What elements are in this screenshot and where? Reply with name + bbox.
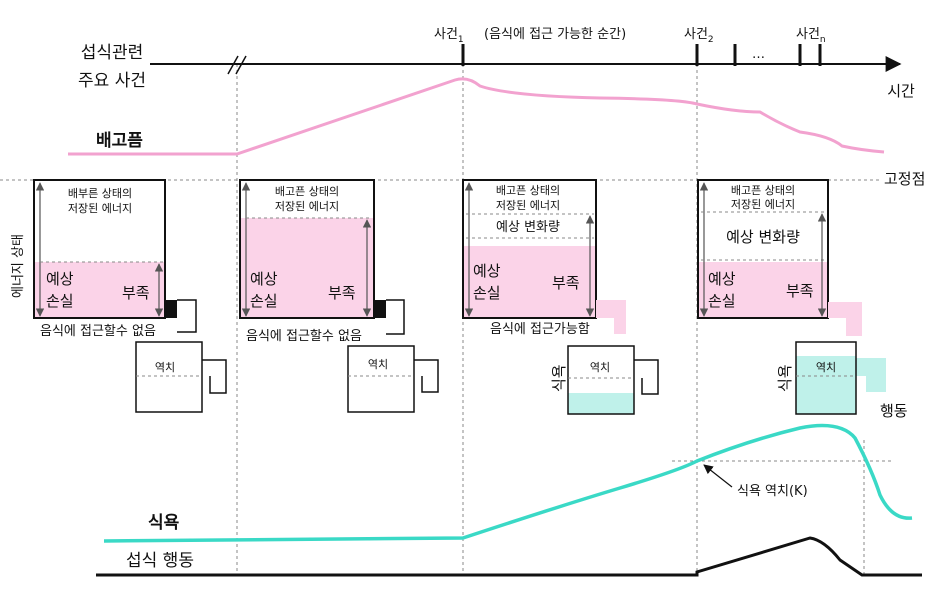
deficit-label: 부족: [328, 284, 356, 302]
deficit-tab: [828, 302, 862, 336]
appetite-fill: [568, 393, 634, 414]
panel-caption: 저장된 에너지: [496, 199, 560, 212]
behavior-row: 섭식 행동: [96, 536, 922, 577]
energy-axis-label: 에너지 상태: [11, 234, 26, 298]
time-axis-label: 시간: [887, 82, 915, 100]
vertical-guides: [236, 64, 865, 575]
event-n-label: 사건n: [796, 27, 826, 45]
food-access-label: 음식에 접근할수 없음: [246, 329, 362, 344]
threshold-label: 역치: [155, 361, 175, 374]
hunger-curve: [68, 77, 885, 156]
panel-caption: 배고픈 상태의: [275, 185, 339, 198]
action-label: 행동: [880, 402, 908, 420]
threshold-box-1: 역치: [135, 341, 227, 413]
threshold-label: 역치: [816, 361, 836, 374]
energy-box: [697, 179, 829, 319]
appetite-row: 식욕 식욕 역치(K): [103, 423, 913, 543]
deficit-tab: [596, 300, 626, 334]
expected-change-label: 예상 변화량: [496, 220, 560, 235]
event-2-label: 사건2: [684, 27, 714, 45]
expected-change-label: 예상 변화량: [726, 228, 800, 246]
energy-panel-2: 배고픈 상태의 저장된 에너지 예상 손실 부족 음식에 접근할수 없음: [239, 179, 405, 344]
expected-loss-fill: [34, 262, 165, 318]
threshold-box-2: 역치: [347, 345, 439, 413]
appetite-threshold-arrow: [703, 464, 733, 488]
appetite-side-label: 식욕: [550, 364, 568, 392]
expected-loss-label: 예상: [473, 262, 501, 280]
deficit-tab: [386, 299, 405, 335]
expected-loss-fill: [240, 218, 374, 318]
action-tab: [856, 358, 886, 392]
event-1-note: (음식에 접근 가능한 순간): [484, 27, 626, 42]
deficit-block: [165, 300, 177, 318]
timeline-label-line1: 섭식관련: [81, 43, 144, 63]
appetite-threshold-note: 식욕 역치(K): [737, 484, 808, 499]
energy-panel-1: 배부른 상태의 저장된 에너지 예상 손실 부족 음식에 접근할수 없음: [33, 179, 197, 339]
timeline: 섭식관련 주요 사건 시간 사건1 (음식에 접근 가능한 순간) 사건2 … …: [78, 27, 915, 100]
deficit-tab: [177, 299, 197, 333]
expected-loss-label: 손실: [46, 292, 74, 310]
behavior-label: 섭식 행동: [126, 551, 194, 571]
axis-break-mark: [227, 55, 239, 75]
threshold-label: 역치: [368, 358, 388, 371]
hunger-label: 배고픔: [96, 131, 143, 151]
event-1-label: 사건1: [434, 27, 464, 45]
threshold-label: 역치: [590, 361, 610, 374]
appetite-fill: [796, 356, 856, 414]
energy-box: [462, 179, 597, 319]
energy-panel-3: 배고픈 상태의 저장된 에너지 예상 변화량 예상 손실 부족 음식에 접근가능…: [462, 179, 626, 337]
energy-box: [33, 179, 166, 319]
setpoint-label: 고정점: [884, 170, 925, 188]
panel-caption: 저장된 에너지: [275, 200, 339, 213]
panel-caption: 배부른 상태의: [68, 187, 132, 200]
appetite-side-label: 식욕: [776, 364, 794, 392]
deficit-label: 부족: [122, 284, 150, 302]
expected-loss-fill: [463, 246, 596, 318]
expected-loss-fill: [698, 262, 828, 318]
panel-caption: 저장된 에너지: [68, 202, 132, 215]
panel-caption: 배고픈 상태의: [496, 184, 560, 197]
energy-panel-4: 배고픈 상태의 저장된 에너지 예상 변화량 예상 손실 부족: [697, 179, 862, 336]
panel-caption: 배고픈 상태의: [731, 184, 795, 197]
deficit-label: 부족: [786, 282, 814, 300]
timeline-label-line2: 주요 사건: [78, 71, 146, 91]
deficit-label: 부족: [552, 274, 580, 292]
food-access-label: 음식에 접근가능함: [490, 322, 590, 337]
expected-loss-label: 손실: [250, 292, 278, 310]
food-access-label: 음식에 접근할수 없음: [40, 324, 156, 339]
expected-loss-label: 손실: [473, 284, 501, 302]
panel-caption: 저장된 에너지: [731, 198, 795, 211]
expected-loss-label: 손실: [708, 292, 736, 310]
appetite-curve: [103, 423, 913, 543]
threshold-box-4: 역치 식욕 행동: [776, 341, 908, 420]
energy-box: [239, 179, 375, 319]
expected-loss-label: 예상: [250, 270, 278, 288]
expected-loss-label: 예상: [708, 270, 736, 288]
deficit-block: [374, 300, 386, 318]
appetite-label: 식욕: [148, 513, 180, 533]
event-ellipsis: …: [752, 47, 765, 62]
behavior-curve: [96, 536, 922, 577]
threshold-box-3: 역치 식욕: [550, 345, 659, 415]
expected-loss-label: 예상: [46, 270, 74, 288]
